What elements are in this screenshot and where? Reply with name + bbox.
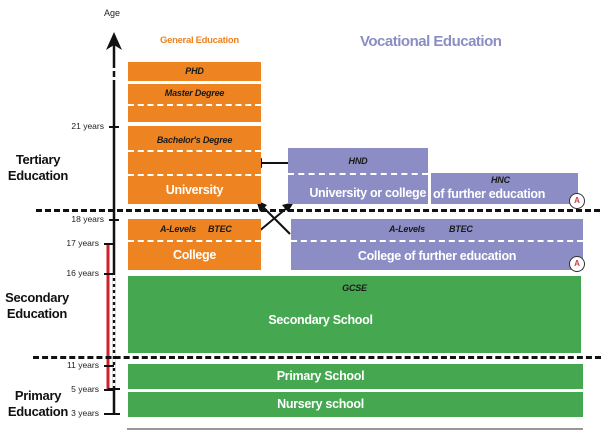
stage-label-line: Secondary	[5, 290, 69, 305]
dashed-divider	[128, 240, 261, 242]
tick-16	[104, 273, 114, 275]
tick-label: 18 years	[71, 214, 104, 224]
college-box: A-Levels BTEC College	[128, 219, 261, 270]
stage-label-line: Education	[6, 306, 68, 321]
tick-label: 3 years	[71, 408, 99, 418]
nursery-school-label: Nursery school	[277, 397, 364, 411]
of-further-education-label: of further education	[433, 187, 546, 201]
nursery-school-box: Nursery school	[128, 392, 583, 417]
dashed-divider	[288, 173, 428, 175]
tick-17	[104, 243, 114, 245]
hnc-label: HNC	[491, 175, 510, 185]
tick-label: 17 years	[66, 238, 99, 248]
marker-a-icon: A	[569, 193, 585, 209]
primary-school-label: Primary School	[276, 369, 365, 383]
university-box: Bachelor's Degree University	[128, 126, 261, 204]
tick-5	[104, 389, 114, 391]
tick-11	[104, 365, 114, 367]
general-education-header: General Education	[160, 35, 239, 46]
dashed-divider	[128, 150, 261, 152]
college-further-education-label: College of further education	[357, 249, 517, 263]
hnd-label: HND	[348, 156, 368, 166]
tick-label: 5 years	[71, 384, 99, 394]
stage-label-line: Primary	[14, 388, 62, 403]
gcse-label: GCSE	[342, 283, 367, 293]
alevels-label: A-Levels	[389, 224, 425, 234]
stage-label-line: Education	[7, 168, 69, 183]
axis-label: Age	[104, 8, 121, 18]
vocational-education-header: Vocational Education	[360, 33, 502, 50]
college-label: College	[172, 248, 217, 262]
stage-secondary: Secondary Education	[2, 290, 72, 322]
btec-label: BTEC	[449, 224, 473, 234]
university-label: University	[165, 183, 224, 197]
hnc-box: HNC of further education	[431, 173, 578, 204]
phd-box: PHD	[128, 62, 261, 81]
uni-or-college-label: University or college	[309, 186, 426, 200]
alevels-label: A-Levels	[160, 224, 196, 234]
dashed-divider	[291, 240, 583, 242]
secondary-school-box: GCSE Secondary School	[128, 276, 581, 353]
master-degree-label: Master Degree	[164, 88, 225, 98]
stage-tertiary: Tertiary Education	[4, 152, 72, 184]
phd-label: PHD	[185, 66, 204, 76]
axis-arrow-icon	[106, 32, 122, 50]
bachelors-label: Bachelor's Degree	[156, 135, 233, 145]
tick-18	[109, 219, 119, 221]
primary-separator	[33, 356, 601, 359]
tick-label: 11 years	[67, 360, 99, 370]
tick-label: 16 years	[66, 268, 99, 278]
college-further-education-box: A-Levels BTEC College of further educati…	[291, 219, 583, 270]
tertiary-separator	[36, 209, 600, 212]
stage-label-line: Tertiary	[15, 152, 61, 167]
tick-label: 21 years	[71, 121, 104, 131]
btec-label: BTEC	[208, 224, 232, 234]
primary-school-box: Primary School	[128, 364, 583, 389]
tick-3	[104, 413, 114, 415]
secondary-school-label: Secondary School	[268, 313, 373, 327]
stage-label-line: Education	[7, 404, 69, 419]
hnd-box: HND University or college	[288, 148, 428, 204]
master-degree-box: Master Degree	[128, 84, 261, 122]
tick-21	[109, 126, 119, 128]
stage-primary: Primary Education	[4, 388, 72, 420]
arrow-head-icon	[282, 202, 294, 212]
marker-a-icon: A	[569, 256, 585, 272]
dashed-divider	[128, 104, 261, 106]
dashed-divider	[128, 174, 261, 176]
